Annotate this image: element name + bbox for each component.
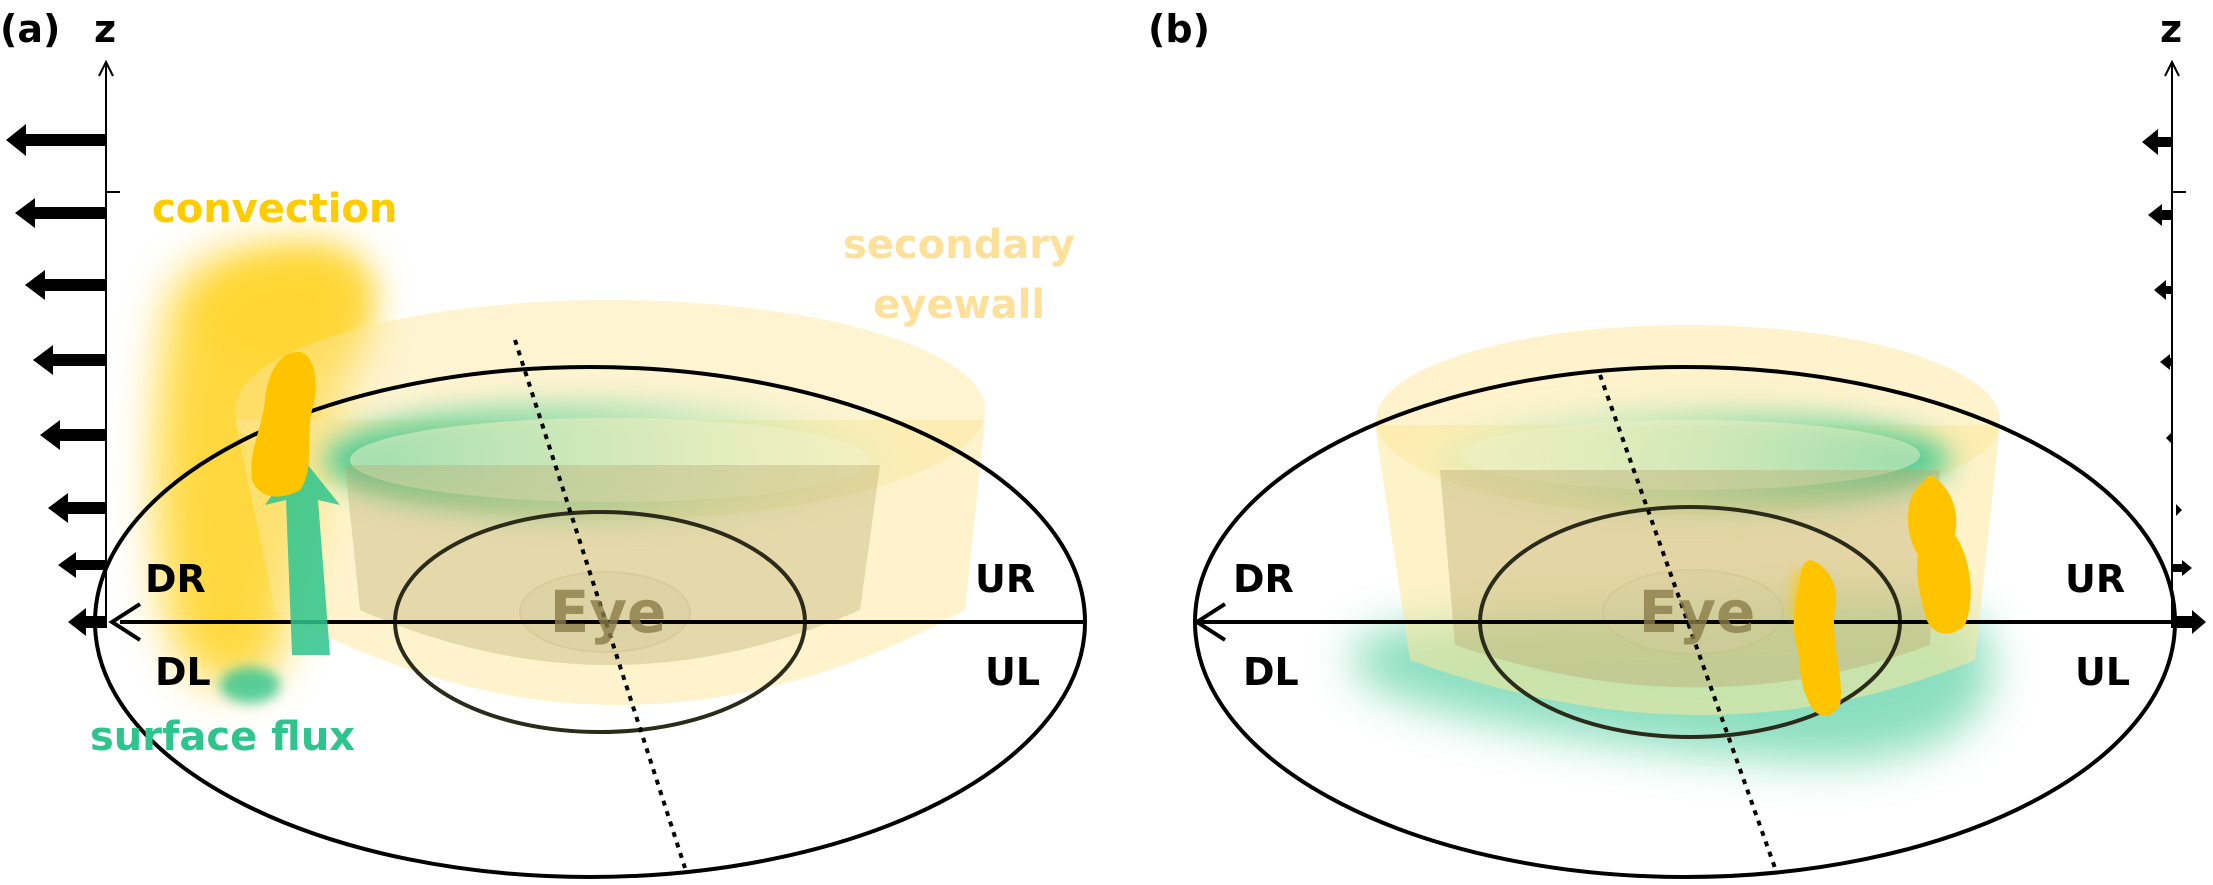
panel-tag-a: (a) <box>0 7 60 51</box>
eye-label-a: Eye <box>550 578 667 646</box>
shear-arrow <box>58 552 106 578</box>
z-axis-arrowhead-b <box>2164 59 2180 77</box>
quadrant-dr-a: DR <box>145 557 206 601</box>
surface-flux-spot-a <box>220 667 280 703</box>
panel-tag-b: (b) <box>1148 7 1210 51</box>
shear-axis-dotted-a <box>513 339 687 869</box>
convection-tower-a <box>251 351 316 497</box>
shear-arrow <box>40 420 106 450</box>
eye-inner-ring-b <box>1602 569 1784 655</box>
secondary-eyewall-label-line1: secondary <box>843 222 1075 268</box>
z-label-b: z <box>2160 7 2182 51</box>
shear-arrow <box>2160 354 2172 370</box>
shear-arrow <box>25 270 106 300</box>
green-ring-b <box>1430 410 1950 510</box>
secondary-eyewall-label-line2: eyewall <box>873 282 1045 328</box>
shear-arrow <box>2176 504 2182 516</box>
convection-cloud-upper-a <box>204 254 371 369</box>
quadrant-ul-a: UL <box>985 650 1040 694</box>
surface-flux-arrow-a <box>265 455 340 655</box>
quadrant-ur-a: UR <box>975 557 1035 601</box>
shear-arrows-b <box>2142 129 2206 634</box>
panel-a: (a) z DR DL UR UL Eye convection seconda… <box>0 7 1087 879</box>
quadrant-dr-b: DR <box>1233 557 1294 601</box>
quadrant-dl-b: DL <box>1243 650 1299 694</box>
inner-eyewall-top-a <box>350 418 870 502</box>
quadrant-ur-b: UR <box>2065 557 2125 601</box>
shear-arrow <box>2166 432 2172 444</box>
shear-arrow <box>15 198 106 228</box>
shear-arrows-a <box>6 124 106 636</box>
convection-tower-b-left-glow <box>1792 571 1826 621</box>
z-axis-arrowhead-a <box>98 59 114 77</box>
inner-eyewall-top-b <box>1460 420 1920 490</box>
shear-arrow <box>2142 129 2172 155</box>
shear-arrow <box>48 493 106 523</box>
panel-b: (b) z DR DL UR UL Eye <box>1148 7 2206 879</box>
surface-flux-label: surface flux <box>90 714 355 760</box>
shear-arrow <box>33 345 106 375</box>
shear-arrow <box>6 124 106 156</box>
z-label-a: z <box>94 7 116 51</box>
quadrant-dl-a: DL <box>155 650 211 694</box>
shear-arrow <box>2172 560 2192 576</box>
convection-tower-b-right <box>1907 475 1971 634</box>
convection-label: convection <box>152 186 397 232</box>
horizontal-axis-arrowhead-b <box>1193 602 1227 642</box>
shear-arrow <box>2172 610 2206 634</box>
shear-arrow <box>68 608 106 636</box>
eye-label-b: Eye <box>1639 578 1756 646</box>
shear-arrow <box>2148 204 2172 226</box>
quadrant-ul-b: UL <box>2075 650 2130 694</box>
eye-inner-ring-a <box>519 571 691 653</box>
horizontal-axis-arrowhead-a <box>108 602 142 642</box>
shear-arrow <box>2154 280 2172 300</box>
inner-eyewall-a <box>345 465 880 665</box>
